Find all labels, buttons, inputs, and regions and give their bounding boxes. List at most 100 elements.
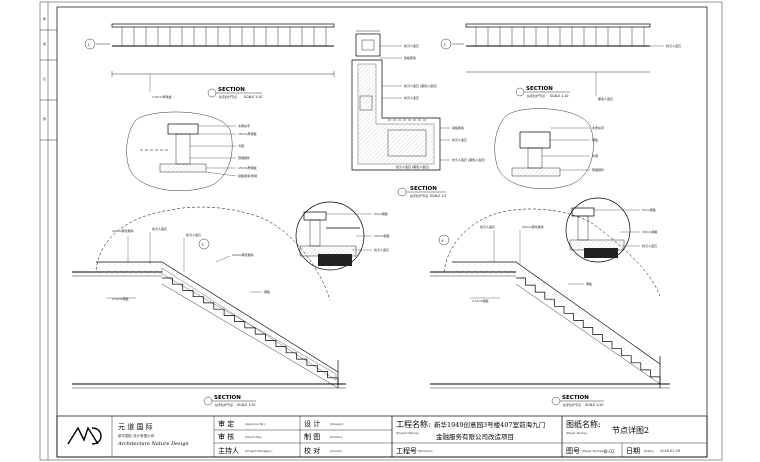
detail-left-handrail: 木质扶手 15mm厚钢板 方钢 预埋钢件 15mm厚钢板 铁板刷漆/防锈 — [126, 111, 257, 191]
project-name-line1: 新华1949创意园3号楼407室前海九门 — [434, 420, 545, 429]
note-text: 预埋钢件 — [238, 155, 250, 160]
project-name-label: 工程名称: — [396, 419, 431, 429]
note-text: 15mm厚钢板 — [238, 165, 257, 170]
note-text: 5mm钢板 — [642, 207, 656, 212]
drawing-name: 节点详图2 — [612, 425, 649, 435]
drawn-label-en: (Drawn): — [330, 435, 343, 439]
manager-label: 主持人 — [218, 446, 239, 455]
stair-steps-left — [162, 277, 339, 384]
stair-steps-right — [516, 277, 661, 384]
grid-mark-label: 2 — [444, 43, 446, 47]
approve-label-en: (Approve By): — [245, 422, 266, 426]
top-left-railing-elevation: 1 1.5mm厚铁板 SECTION 扶手栏杆节点 SCALE 1:10 — [84, 23, 335, 99]
section-scale: SCALE 1:20 — [237, 403, 255, 407]
title-block: 元 道 国 际 新华国际 设计有限公司 Architecture Nature … — [56, 415, 708, 458]
note-text: 方钢 — [238, 143, 244, 148]
note-text: 5mm钢板 — [374, 211, 388, 216]
circle-detail-right: 5mm钢板 20mm钢板 抗污人造石 — [565, 197, 658, 263]
company-name: 元 道 国 际 — [118, 422, 153, 431]
section-label: SECTION — [562, 395, 589, 401]
sheet-number-label: 图号 — [566, 447, 580, 455]
note-text: 抗污人造石 — [152, 226, 167, 231]
note-text: 抗污人造石 — [404, 43, 419, 48]
section-title: 扶手栏杆节点 — [215, 402, 233, 407]
sheet-number: D-02 — [604, 449, 615, 455]
project-number-label-en: (Number): — [418, 449, 433, 453]
note-text: 1.5mm厚铁板 — [152, 94, 172, 99]
section-label: SECTION — [214, 395, 241, 401]
note-text: 铁板刷漆/防锈 — [238, 173, 257, 178]
drawing-name-label-en: (Paper Name): — [566, 431, 588, 435]
date-label: 日期 — [626, 447, 640, 455]
stair-section-left: 3 10mm钢化玻璃 抗污人造石 抗污人造石 10mm钢化玻璃 钢板 2 — [72, 226, 346, 407]
note-text: 钢板 — [586, 281, 592, 286]
project-number-label: 工程号 — [396, 446, 417, 455]
section-scale: SCALE 1:10 — [550, 94, 568, 98]
note-text: 抗污人造石 — [666, 43, 681, 48]
company-logo — [67, 426, 102, 445]
cloud-outline-right — [443, 208, 661, 297]
date-label-en: (Date): — [644, 449, 655, 453]
grid-mark-label: 4 — [442, 239, 444, 243]
note-text: 20mm钢板 — [374, 233, 390, 238]
note-text: 2.5mm钢板 — [472, 298, 489, 303]
note-text: 10mm钢化玻璃 — [232, 252, 254, 257]
check2-label-en: (Check): — [330, 449, 343, 453]
note-text: 抗污人造石 (黑色人造石) — [452, 157, 485, 162]
note-text: 抗污人造石 (黑色人造石) — [404, 83, 437, 88]
note-text: 铁板刷漆 — [452, 125, 464, 130]
note-text: 预埋钢件 — [592, 167, 604, 172]
sheet-number-label-en: (Paper Number): — [582, 449, 607, 453]
circle-detail-left: 5mm钢板 20mm钢板 抗污人造石 — [295, 201, 390, 271]
binding-strip: 修 改 记 录 — [40, 2, 57, 460]
approve-label: 审 定 — [218, 419, 234, 428]
check2-label: 校 对 — [304, 446, 320, 455]
note-text: 抗污人造石 — [480, 224, 495, 229]
grid-mark-label: 1 — [88, 43, 90, 47]
note-text: 铁板刷漆 — [404, 55, 416, 60]
note-text: 抗污人造石 — [186, 232, 201, 237]
company-english-name: Architecture Nature Design — [117, 441, 189, 447]
svg-text:记: 记 — [43, 76, 46, 81]
check-label-en: (Check By): — [245, 435, 262, 439]
stair-section-right: 4 抗污人造石 10mm钢化玻璃 钢板 2.5mm钢板 SECTION 扶手栏杆… — [430, 224, 670, 407]
section-scale: SCALE 1:20 — [585, 403, 603, 407]
note-text: 方钢 — [592, 153, 598, 158]
grid-mark-1 — [84, 38, 96, 50]
note-text: 钢板 — [264, 289, 270, 294]
note-text: 抗污人造石 — [452, 137, 467, 142]
design-label-en: (Design): — [330, 422, 344, 426]
section-title: 扶手栏杆节点 — [410, 193, 428, 198]
note-text: 黑色人造石 — [598, 96, 613, 101]
note-text: 20mm钢板 — [642, 229, 658, 234]
project-name-line2: 金融服务有限公司改造项目 — [436, 432, 514, 441]
project-name-label-en: (Project Name): — [396, 431, 419, 435]
svg-text:改: 改 — [43, 41, 46, 46]
note-text: 抗污人造石 — [374, 247, 389, 252]
section-title: 扶手栏杆节点 — [527, 93, 545, 98]
company-subtitle: 新华国际 设计有限公司 — [118, 433, 155, 438]
detail-right-handrail: 木质扶手 钢板 方钢 预埋钢件 — [494, 108, 604, 189]
grid-mark-label: 3 — [202, 243, 204, 247]
section-label: SECTION — [526, 86, 553, 92]
note-text: 15mm厚钢板 — [238, 131, 257, 136]
note-text: 木质扶手 — [238, 123, 250, 128]
section-label: SECTION — [410, 186, 437, 192]
section-title: 扶手栏杆节点 — [219, 94, 237, 99]
note-text: 抗污人造石 — [404, 95, 419, 100]
note-text: 2.5mm钢板 — [112, 296, 129, 301]
note-text: 木质扶手 — [592, 125, 604, 130]
top-right-railing-elevation: 2 抗污人造石 黑色人造石 SECTION 扶手栏杆节点 SCALE 1:10 — [440, 23, 681, 101]
outer-border — [39, 1, 723, 461]
manager-label-en: (Project Manager): — [245, 449, 273, 453]
drawing-name-label: 图纸名称: — [566, 419, 601, 429]
note-text: 抗污人造石 — [642, 243, 657, 248]
note-text: 10mm钢化玻璃 — [112, 228, 134, 233]
section-label: SECTION — [218, 87, 245, 93]
section-scale: SCALE 1:5 — [430, 194, 446, 198]
design-label: 设 计 — [304, 419, 320, 428]
note-text: 10mm钢化玻璃 — [522, 224, 544, 229]
note-text: 抗污人造石 (黑色人造石) — [396, 164, 429, 169]
date-value: 2016.01.26 — [660, 449, 680, 453]
